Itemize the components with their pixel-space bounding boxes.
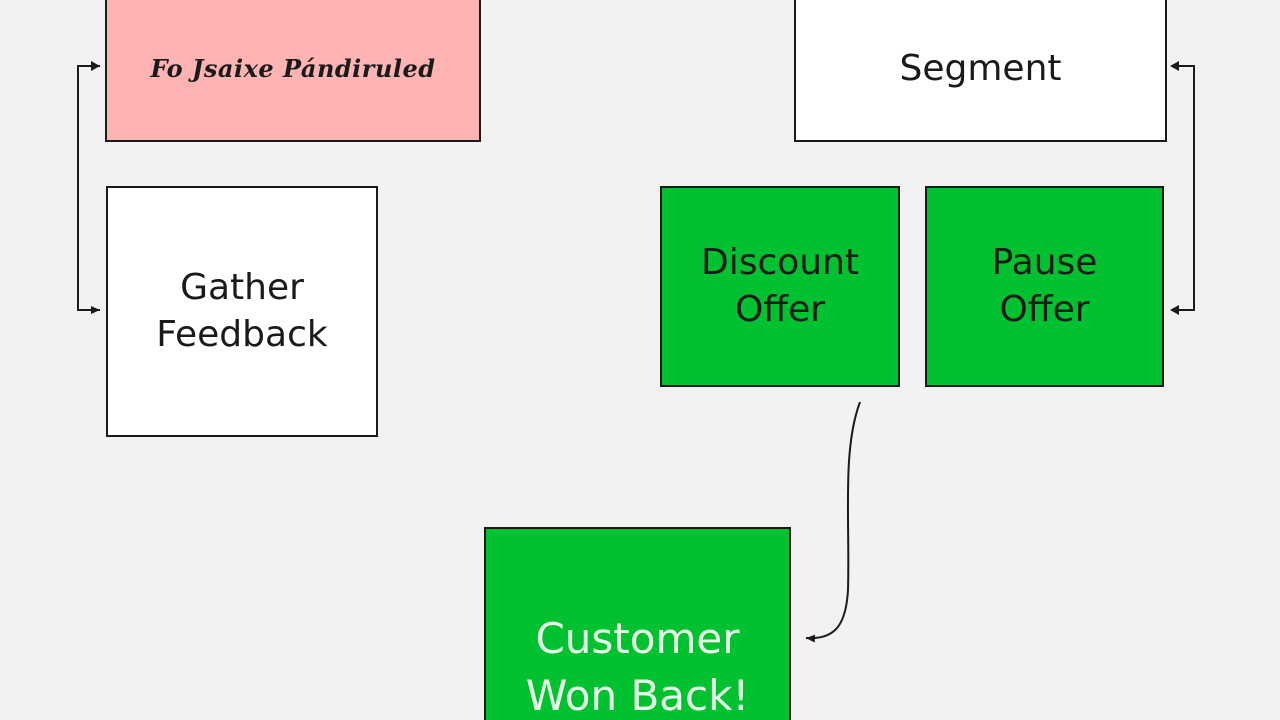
arrowhead-pause: [1170, 305, 1179, 315]
segment-node[interactable]: Segment: [794, 0, 1167, 142]
gather-feedback-node[interactable]: Gather Feedback: [106, 186, 378, 437]
customer-won-back-node[interactable]: Customer Won Back!: [484, 527, 791, 720]
customer-won-back-label: Customer Won Back!: [525, 614, 750, 720]
edge-segment-pause: [1172, 65, 1195, 311]
follow-up-label: Fo Jsaixe Pándiruled: [150, 54, 436, 84]
arrowhead-segment: [1170, 61, 1179, 71]
discount-offer-node[interactable]: Discount Offer: [660, 186, 900, 387]
gather-feedback-label: Gather Feedback: [156, 266, 328, 355]
pause-offer-label: Pause Offer: [991, 241, 1098, 330]
edge-discount-won-back: [805, 401, 861, 643]
edge-followup-gather: [77, 65, 100, 314]
segment-label: Segment: [899, 47, 1062, 89]
follow-up-node[interactable]: Fo Jsaixe Pándiruled: [105, 0, 481, 142]
pause-offer-node[interactable]: Pause Offer: [925, 186, 1164, 387]
arrowhead-followup: [91, 61, 100, 71]
discount-offer-label: Discount Offer: [700, 241, 860, 330]
